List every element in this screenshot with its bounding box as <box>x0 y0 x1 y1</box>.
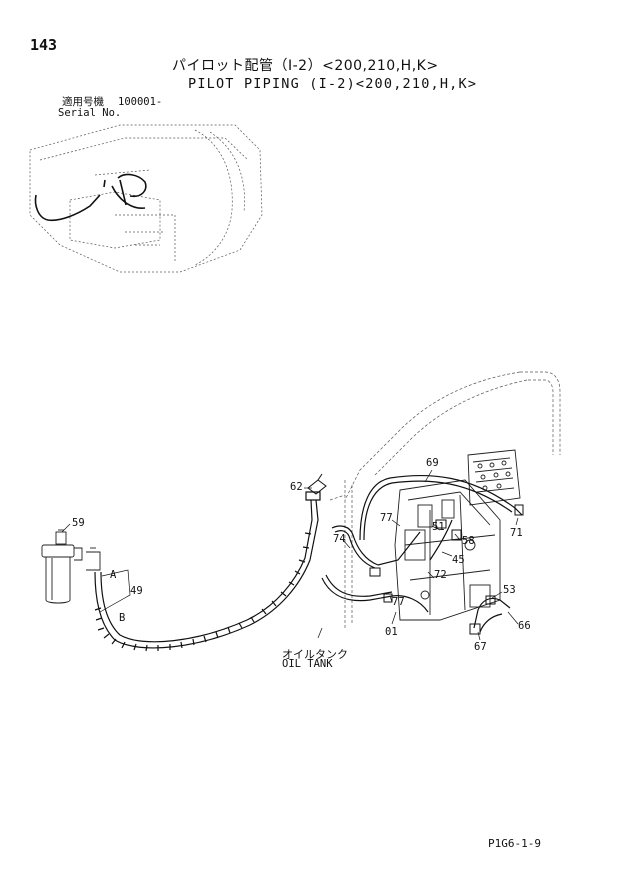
callout-77-bottom: 77 <box>392 596 405 608</box>
callout-b: B <box>119 612 126 624</box>
callout-58: 58 <box>462 535 475 547</box>
callout-a: A <box>110 569 117 581</box>
pilot-pipes <box>321 474 523 633</box>
flexible-hose <box>94 491 321 652</box>
hydraulic-unit-outline <box>329 371 561 630</box>
oil-tank-label-en: OIL TANK <box>282 658 333 670</box>
callout-69: 69 <box>426 457 439 469</box>
serial-value: 100001- <box>118 96 163 108</box>
page-title-jp: パイロット配管（I-2）<200,210,H,K> <box>172 58 439 74</box>
callout-67: 67 <box>474 641 487 653</box>
machine-overview-sketch <box>29 124 263 273</box>
oil-tank-label-jp: オイルタンク <box>282 648 348 661</box>
overview-pilot-line <box>34 173 147 222</box>
callout-71: 71 <box>510 527 523 539</box>
callout-45: 45 <box>452 554 465 566</box>
control-valve-block <box>394 449 521 621</box>
serial-label-en: Serial No. <box>58 107 122 119</box>
page-number: 143 <box>30 36 58 54</box>
callout-66: 66 <box>518 620 531 632</box>
serial-label-jp: 適用号機 <box>62 96 104 108</box>
fittings-cluster <box>369 504 524 635</box>
callout-49: 49 <box>130 585 143 597</box>
pilot-filter <box>41 529 101 604</box>
callout-62: 62 <box>290 481 303 493</box>
callout-51: 51 <box>432 521 445 533</box>
drawing-code: P1G6-1-9 <box>488 837 541 850</box>
callout-53: 53 <box>503 584 516 596</box>
callout-72: 72 <box>434 569 447 581</box>
callout-01: 01 <box>385 626 398 638</box>
page-title-en: PILOT PIPING (I-2)<200,210,H,K> <box>188 76 478 92</box>
callout-74: 74 <box>333 533 346 545</box>
callout-77-top: 77 <box>380 512 393 524</box>
callout-59: 59 <box>72 517 85 529</box>
leader-lines <box>61 469 519 641</box>
elbow-fitting-62 <box>307 473 327 495</box>
